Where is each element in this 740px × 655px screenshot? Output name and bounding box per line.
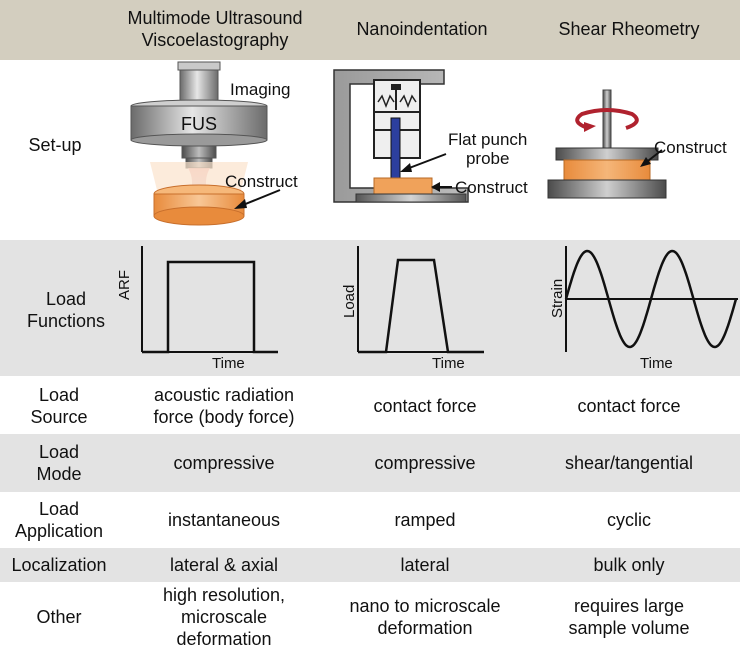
flat-punch-probe-label: Flat punch probe [448, 130, 528, 168]
header-band [0, 0, 740, 60]
load-mode-band [0, 434, 740, 492]
ultrasound-setup-diagram [130, 61, 281, 226]
nanoindentation-cell: contact force [373, 396, 477, 416]
nanoindentation-cell: compressive [374, 453, 476, 473]
shear-rheometry-cell: cyclic [607, 510, 651, 530]
ultrasound-cell: high resolution, microscale deformation [162, 585, 286, 649]
shear-rheometry-cell: bulk only [593, 555, 665, 575]
header-nanoindentation: Nanoindentation [356, 19, 488, 39]
fus-label: FUS [181, 114, 217, 134]
ultrasound-construct-label: Construct [225, 172, 298, 191]
ultrasound-cell: acoustic radiation force (body force) [153, 385, 295, 427]
ultrasound-cell: compressive [173, 453, 275, 473]
imaging-label: Imaging [230, 80, 291, 99]
shear-construct-label: Construct [654, 138, 727, 157]
shear-rheometry-setup-diagram [547, 89, 667, 199]
shear-rheometry-cell: shear/tangential [564, 453, 694, 473]
row-label: Localization [11, 555, 107, 575]
strain-load-function-plot [564, 246, 738, 352]
load-functions-band [0, 240, 740, 376]
ultrasound-cell: lateral & axial [169, 555, 279, 575]
row-label: Other [36, 607, 82, 627]
strain-y-axis-label: Strain [549, 278, 566, 318]
nanoindentation-setup-diagram [333, 69, 469, 203]
arf-load-function-plot [141, 246, 278, 354]
header-shear-rheometry: Shear Rheometry [558, 19, 700, 39]
localization-band [0, 548, 740, 582]
load-y-axis-label: Load [341, 284, 358, 318]
nanoindentation-construct-label: Construct [455, 178, 528, 197]
row-label: Load Source [30, 385, 88, 427]
row-label: Load Application [14, 499, 104, 541]
load-x-axis-label: Time [432, 355, 465, 372]
row-label-setup: Set-up [28, 135, 82, 155]
arf-x-axis-label: Time [212, 355, 245, 372]
nanoindentation-cell: lateral [400, 555, 450, 575]
nanoindentation-load-function-plot [357, 246, 484, 354]
row-label: Load Mode [36, 442, 82, 484]
nanoindentation-cell: ramped [394, 510, 456, 530]
arf-y-axis-label: ARF [116, 270, 133, 300]
shear-rheometry-cell: contact force [577, 396, 681, 416]
strain-x-axis-label: Time [640, 355, 673, 372]
ultrasound-cell: instantaneous [167, 510, 281, 530]
header-ultrasound: Multimode Ultrasound Viscoelastography [127, 8, 303, 50]
nanoindentation-cell: nano to microscale deformation [349, 596, 501, 638]
shear-rheometry-cell: requires large sample volume [568, 596, 690, 638]
row-label-load-functions: Load Functions [26, 289, 106, 331]
